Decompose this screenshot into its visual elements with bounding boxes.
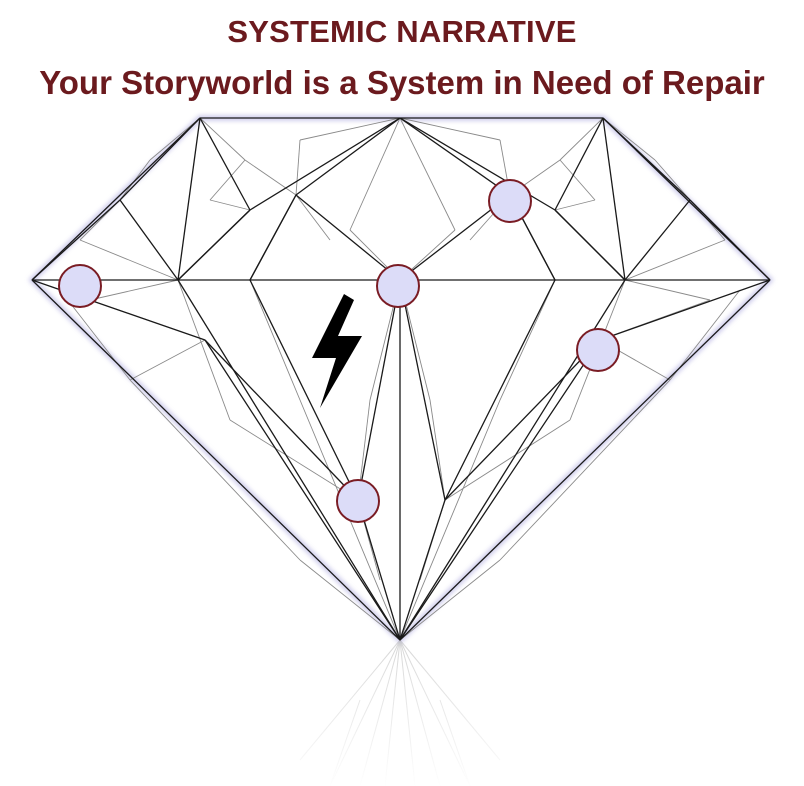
node-center: [376, 264, 420, 308]
diamond-facets-dark: [31, 117, 771, 641]
page-subtitle: Your Storyworld is a System in Need of R…: [39, 64, 765, 101]
node-bottom: [336, 479, 380, 523]
lightning-bolt-icon: [312, 294, 362, 408]
node-upper-right: [488, 179, 532, 223]
diamond-reflection: [250, 639, 550, 786]
node-right: [576, 328, 620, 372]
node-left: [58, 264, 102, 308]
page-title: SYSTEMIC NARRATIVE: [227, 14, 577, 49]
diamond-outline-glow: [28, 115, 774, 644]
